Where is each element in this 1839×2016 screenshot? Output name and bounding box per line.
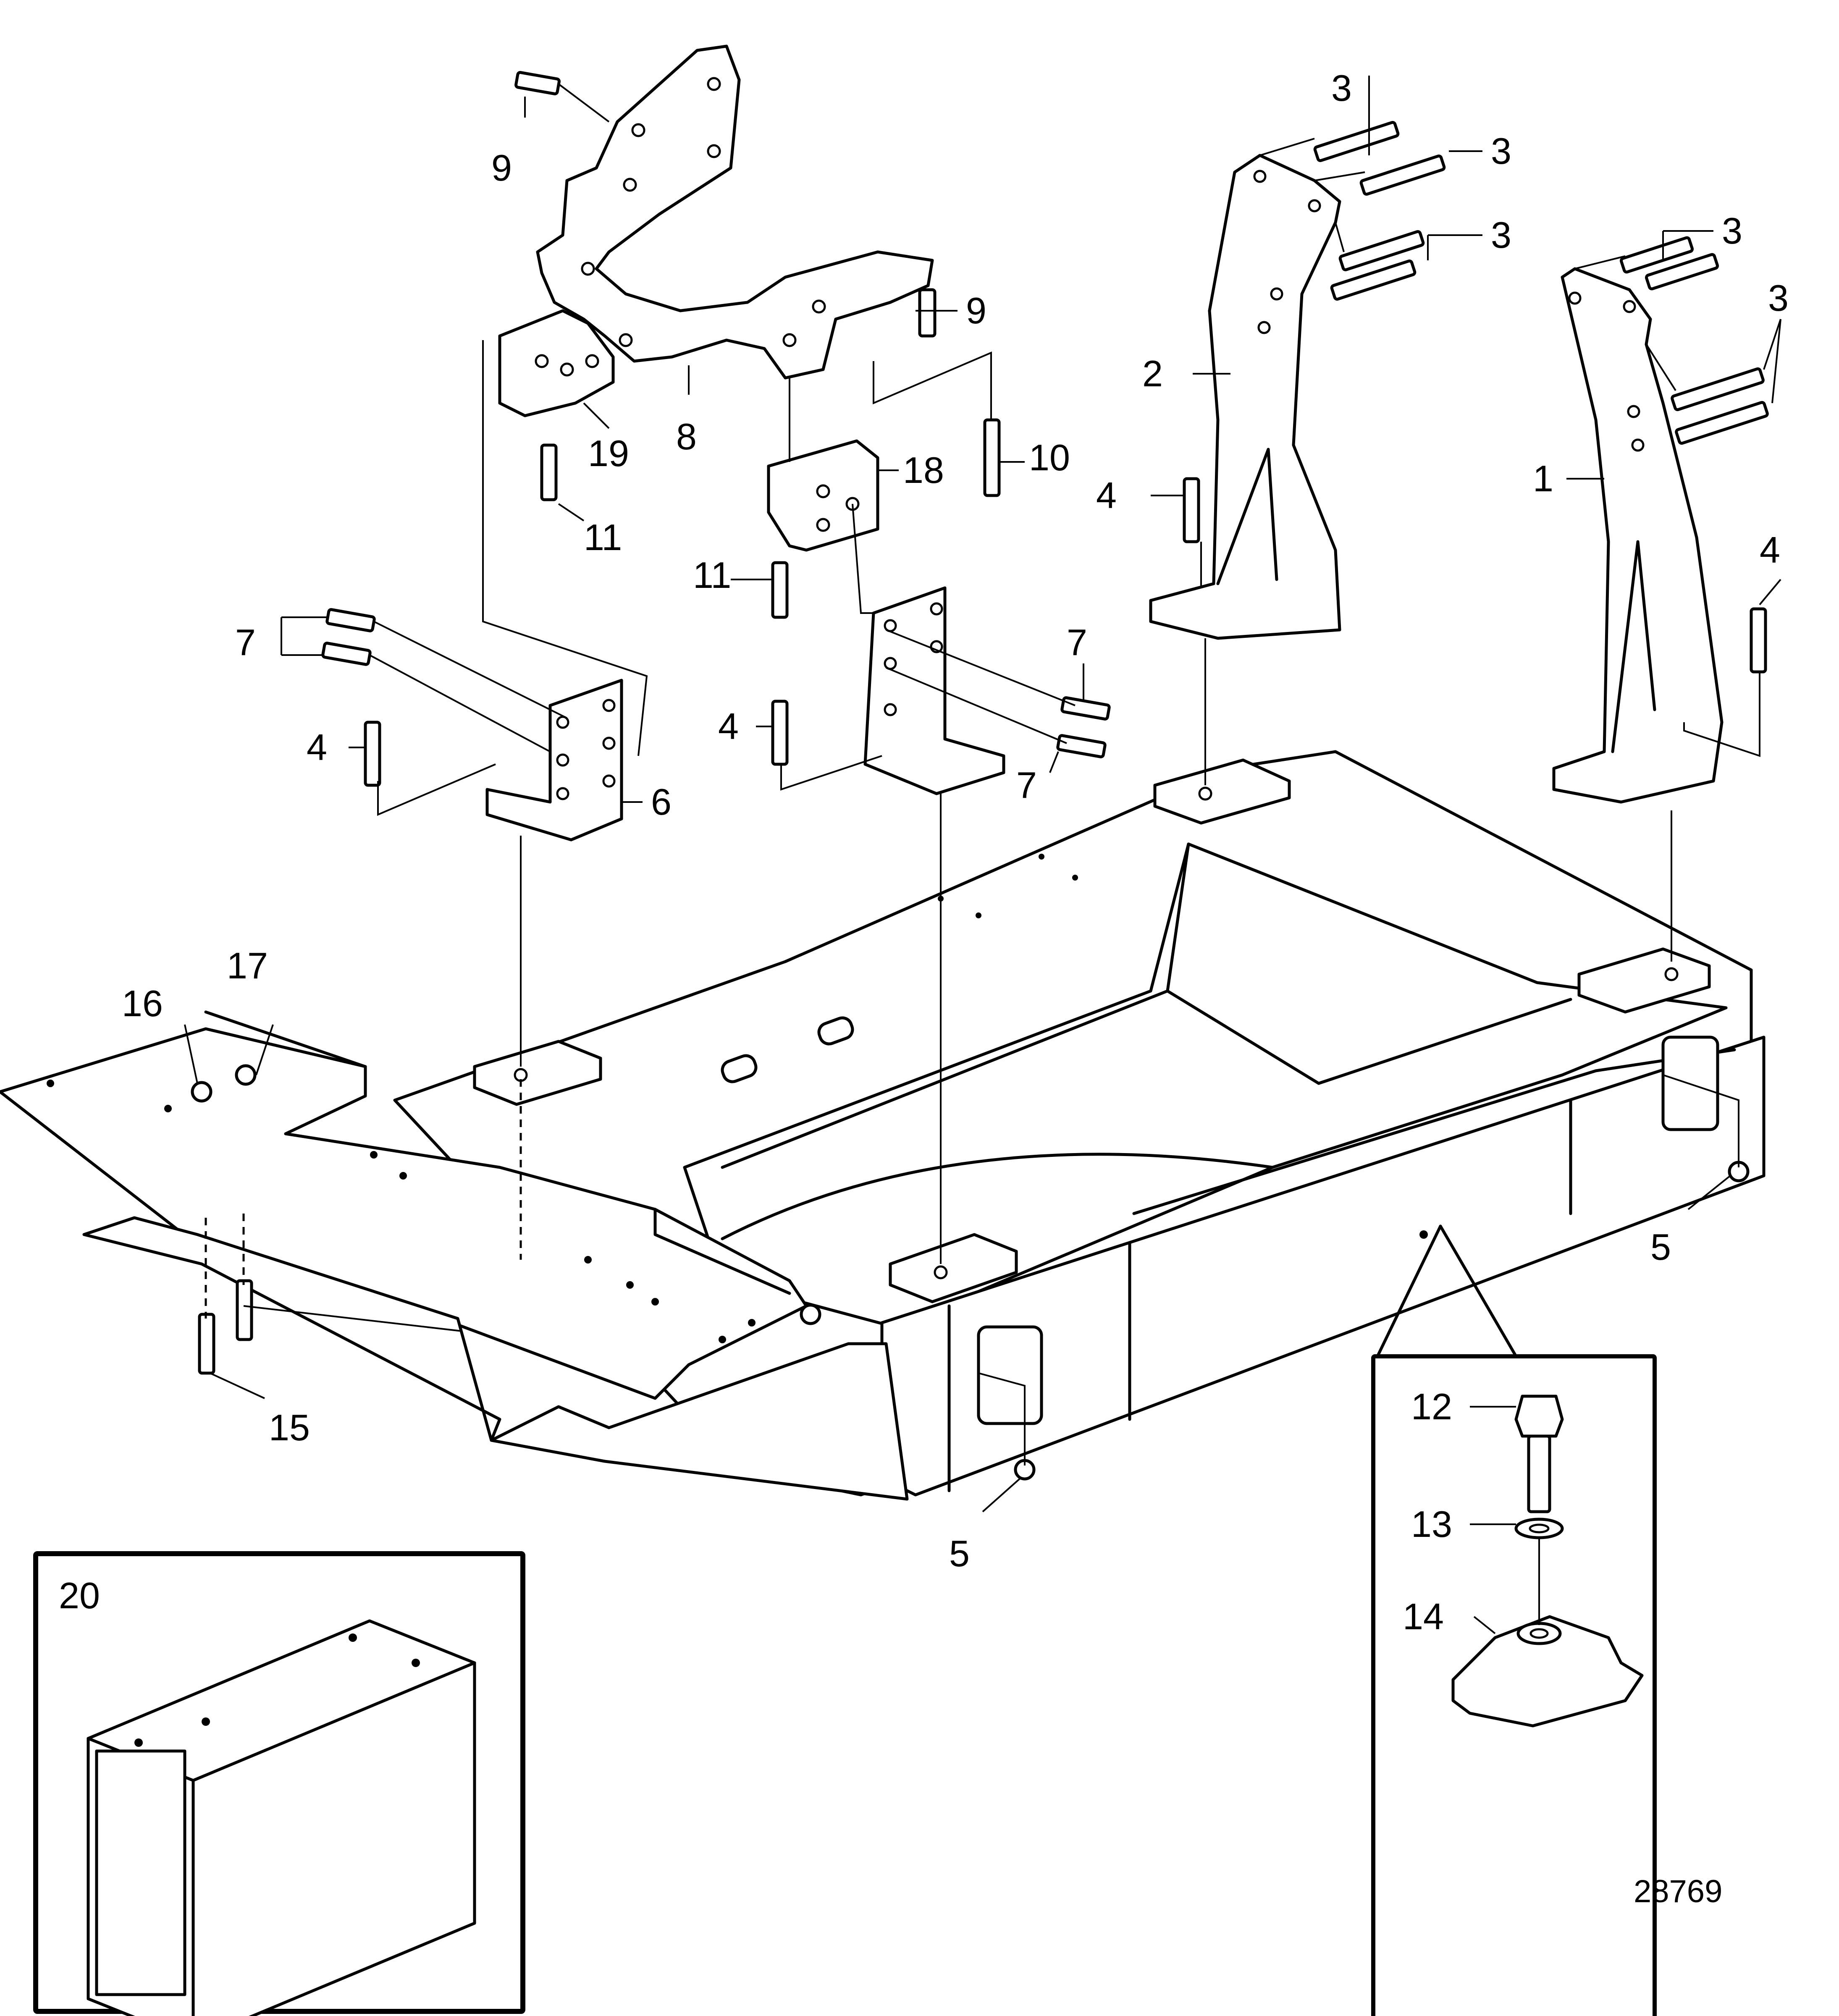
engine-foot-left — [498, 309, 615, 417]
mount-detail-inset — [1371, 1224, 1657, 2016]
engine-bracket — [536, 45, 934, 380]
callout-3: 3 — [1722, 210, 1742, 252]
bolts — [191, 71, 1769, 1481]
engine-foot-right — [767, 439, 879, 552]
callout-17: 17 — [227, 945, 268, 986]
callout-6: 6 — [651, 781, 672, 823]
callout-4: 4 — [718, 705, 739, 747]
callout-labels: 1 2 3 3 3 3 3 4 4 4 4 5 5 6 7 7 7 8 9 9 … — [59, 67, 1789, 1909]
callout-8: 8 — [676, 416, 697, 457]
callout-11: 11 — [693, 554, 731, 596]
callout-16: 16 — [122, 983, 163, 1024]
callout-14: 14 — [1403, 1596, 1444, 1637]
callout-1: 1 — [1533, 458, 1553, 499]
callout-15: 15 — [269, 1407, 310, 1448]
callout-11: 11 — [584, 516, 622, 558]
callout-3: 3 — [1491, 214, 1511, 256]
callout-10: 10 — [1029, 437, 1070, 478]
callout-9: 9 — [491, 147, 512, 189]
callout-3: 3 — [1331, 67, 1352, 109]
callout-7: 7 — [1016, 764, 1037, 806]
figure-number: 28769 — [1634, 1874, 1722, 1909]
callout-4: 4 — [307, 726, 327, 768]
angle-bracket-left — [485, 679, 623, 842]
callout-7: 7 — [1067, 621, 1087, 663]
callout-12: 12 — [1411, 1386, 1452, 1427]
support-bracket-1 — [1552, 267, 1724, 804]
spacer-tube-inset — [33, 1551, 525, 2016]
callout-9: 9 — [966, 290, 986, 331]
angle-bracket-center — [863, 586, 1005, 795]
callout-18: 18 — [903, 449, 944, 491]
callout-5: 5 — [1650, 1226, 1671, 1268]
callout-20: 20 — [59, 1575, 100, 1616]
callout-5: 5 — [949, 1533, 970, 1574]
callout-13: 13 — [1411, 1503, 1452, 1545]
callout-3: 3 — [1768, 277, 1789, 319]
support-bracket-2 — [1149, 154, 1341, 640]
callout-2: 2 — [1142, 353, 1163, 394]
leader-lines — [184, 76, 1781, 1634]
cover-plate — [0, 1010, 808, 1400]
callout-3: 3 — [1491, 130, 1511, 172]
assembly-lines — [205, 83, 1760, 1465]
callout-7: 7 — [235, 621, 256, 663]
callout-19: 19 — [588, 433, 629, 474]
callout-4: 4 — [1096, 475, 1117, 516]
callout-4: 4 — [1760, 529, 1780, 571]
engine-bed-frame — [393, 750, 1766, 1501]
